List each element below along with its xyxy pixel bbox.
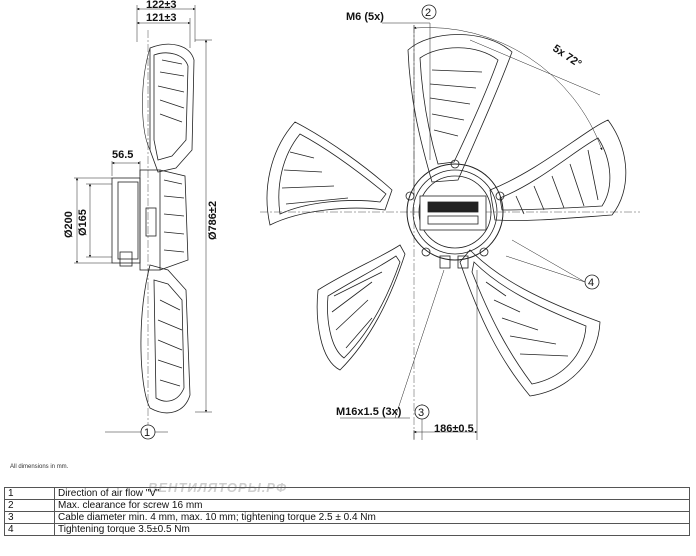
legend-row: 3 Cable diameter min. 4 mm, max. 10 mm; … [4, 511, 690, 524]
dim-screw-top: M6 (5x) [346, 11, 384, 23]
legend-num: 1 [4, 487, 55, 500]
svg-text:3: 3 [418, 407, 424, 419]
legend-text: Cable diameter min. 4 mm, max. 10 mm; ti… [54, 511, 690, 524]
svg-text:1: 1 [144, 427, 150, 439]
legend-table: 1 Direction of air flow "V" 2 Max. clear… [4, 487, 690, 536]
callout-2: 2 [421, 4, 437, 20]
dim-diameter-fan: Ø786±2 [207, 201, 219, 240]
dim-width-inner: 121±3 [146, 12, 177, 24]
legend-num: 3 [4, 511, 55, 524]
legend-row: 2 Max. clearance for screw 16 mm [4, 499, 690, 512]
legend-text: Max. clearance for screw 16 mm [54, 499, 690, 512]
legend-text: Tightening torque 3.5±0.5 Nm [54, 523, 690, 536]
legend-num: 2 [4, 499, 55, 512]
dim-angle: 5x 72° [550, 43, 583, 71]
dim-diameter-200: Ø200 [63, 211, 75, 238]
dim-offset: 186±0.5 [434, 423, 474, 435]
dim-hub-depth: 56.5 [112, 149, 133, 161]
dim-diameter-165: Ø165 [77, 209, 89, 236]
fan-drawing: 122±3 121±3 56.5 Ø200 Ø165 Ø786±2 1 [63, 0, 640, 440]
legend-row: 1 Direction of air flow "V" [4, 487, 690, 500]
svg-text:4: 4 [588, 277, 594, 289]
legend-row: 4 Tightening torque 3.5±0.5 Nm [4, 523, 690, 536]
dim-width-outer: 122±3 [146, 0, 177, 11]
front-view [260, 22, 640, 440]
units-note: All dimensions in mm. [10, 464, 69, 470]
legend-num: 4 [4, 523, 55, 536]
callout-4: 4 [584, 274, 600, 290]
callout-3: 3 [414, 404, 430, 420]
svg-text:2: 2 [425, 7, 431, 19]
side-view [74, 5, 212, 433]
callout-1: 1 [140, 424, 156, 440]
dim-screw-bottom: M16x1.5 (3x) [336, 406, 402, 418]
legend-text: Direction of air flow "V" [54, 487, 690, 500]
